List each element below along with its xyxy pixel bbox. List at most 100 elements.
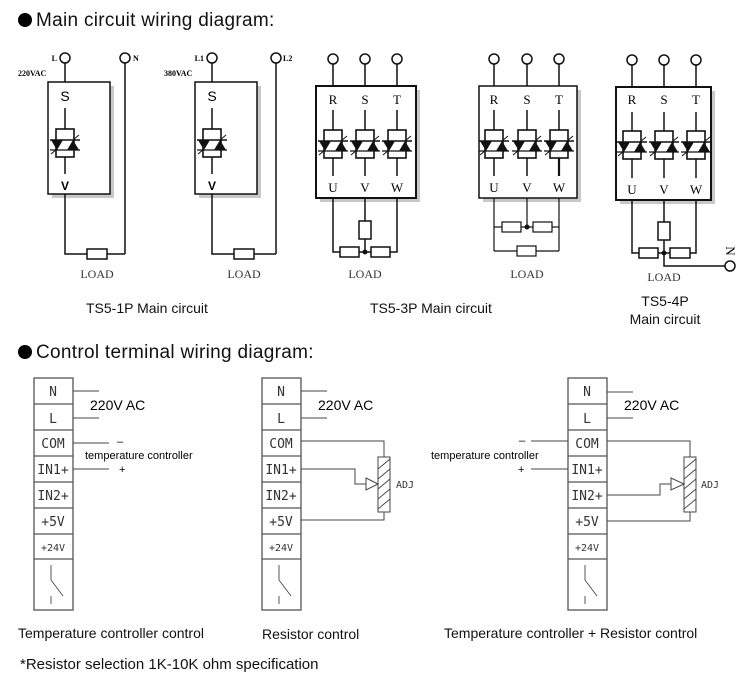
load-resistor-icon [669,247,691,259]
bottom-label: V [208,179,216,193]
load-resistor-icon [370,246,391,258]
diagram-ts5-1p-220vac: L N 220VAC S V LOAD [18,52,139,281]
load-label: LOAD [510,267,544,281]
top-label: S [207,88,216,104]
plus-label: + [518,464,524,476]
bullet-icon [18,13,32,27]
terminal-5v-label: +5V [41,515,65,530]
bottom-label-w: W [391,180,404,195]
load-resistor-icon [358,220,372,240]
terminal-in2-label: IN2+ [571,489,602,504]
phase-t: T W [543,53,575,195]
potentiometer-icon [670,456,697,513]
diagram-ts5-4p: R U S V T W [615,54,738,284]
bottom-label-v: V [522,180,532,195]
diagram-ts5-3p-delta: R U S V T W [478,53,581,281]
terminal-com-label: COM [575,437,599,452]
top-label-t: T [393,92,401,107]
terminal-n-label: N [49,385,57,400]
bottom-label-u: U [489,180,499,195]
minus-label: – [117,436,124,448]
terminal-in1-label: IN1+ [265,463,296,478]
phase-s: S V [511,53,543,195]
phase-r: R U [317,53,349,195]
controller-label: temperature controller [85,450,193,462]
terminal-in1-label: IN1+ [571,463,602,478]
supply-label: 220V AC [90,397,145,413]
terminal-l-label: L [277,412,285,427]
bottom-label-v: V [659,182,669,197]
top-label-s: S [361,92,368,107]
terminal-l2 [270,52,282,64]
terminal-l-label: L [52,54,57,63]
caption-ts5-4p-line1: TS5-4P [641,293,689,309]
switch-icon [584,565,598,604]
top-label-s: S [523,92,530,107]
terminal-24v-label: +24V [269,543,293,554]
terminal-l-label: L [49,412,57,427]
terminal-in2-label: IN2+ [37,489,68,504]
top-label-r: R [490,92,499,107]
terminal-l2-label: L2 [283,54,292,63]
terminal-l1-label: L1 [195,54,204,63]
terminal-in1-label: IN1+ [37,463,68,478]
terminal-block-combined-control: N L COM IN1+ IN2+ +5V +24V 220V AC – tem… [431,377,719,611]
control-terminal-heading-text: Control terminal wiring diagram: [36,342,314,363]
junction-dot [524,224,530,230]
bottom-label-u: U [627,182,637,197]
bottom-label-u: U [328,180,338,195]
caption-ts5-1p: TS5-1P Main circuit [86,300,208,316]
top-label-r: R [628,92,637,107]
terminal-5v-label: +5V [575,515,599,530]
load-resistor-icon [339,246,360,258]
junction-dot [362,249,368,255]
phase-s: S V [648,54,680,197]
load-resistor-icon [233,248,255,260]
bottom-label: V [61,179,69,193]
terminal-block-temp-control: N L COM IN1+ IN2+ +5V +24V 220V AC – tem… [33,377,193,611]
terminal-com-label: COM [41,437,65,452]
terminal-l1 [206,52,218,64]
minus-label: – [519,435,526,447]
potentiometer-icon [365,456,391,513]
load-resistor-icon [638,247,659,259]
diagram-ts5-3p-star: R U S V T W LO [315,53,420,281]
adj-label: ADJ [701,480,719,491]
load-label: LOAD [80,267,114,281]
terminal-l [59,52,71,64]
supply-label: 220V AC [318,397,373,413]
terminal-24v-label: +24V [575,543,599,554]
terminal-n [724,260,736,272]
caption-resistor-control: Resistor control [262,626,360,642]
neutral-label: N [723,246,738,256]
load-resistor-icon [532,221,553,233]
voltage-label: 380VAC [164,69,193,78]
load-label: LOAD [227,267,261,281]
terminal-l-label: L [583,412,591,427]
plus-label: + [119,464,125,476]
supply-label: 220V AC [624,397,679,413]
load-resistor-icon [501,221,522,233]
terminal-block-resistor-control: N L COM IN1+ IN2+ +5V +24V 220V AC ADJ [261,377,414,611]
terminal-in2-label: IN2+ [265,489,296,504]
terminal-n [119,52,131,64]
phase-t: T W [680,54,712,197]
load-resistor-icon [516,245,537,257]
phase-r: R U [478,53,510,195]
main-circuit-heading: Main circuit wiring diagram: [18,10,275,32]
main-circuit-heading-text: Main circuit wiring diagram: [36,10,275,31]
control-terminal-heading: Control terminal wiring diagram: [18,342,314,364]
controller-label: temperature controller [431,450,539,462]
bottom-label-w: W [690,182,703,197]
terminal-24v-label: +24V [41,543,65,554]
bottom-label-w: W [553,180,566,195]
caption-temp-control: Temperature controller control [18,625,204,641]
diagram-ts5-1p-380vac: L1 L2 380VAC S V LOAD [164,52,292,281]
terminal-n-label: N [583,385,591,400]
terminal-n-label: N [133,54,139,63]
top-label: S [60,88,69,104]
phase-t: T W [381,53,413,195]
top-label-t: T [555,92,563,107]
switch-icon [50,565,64,604]
